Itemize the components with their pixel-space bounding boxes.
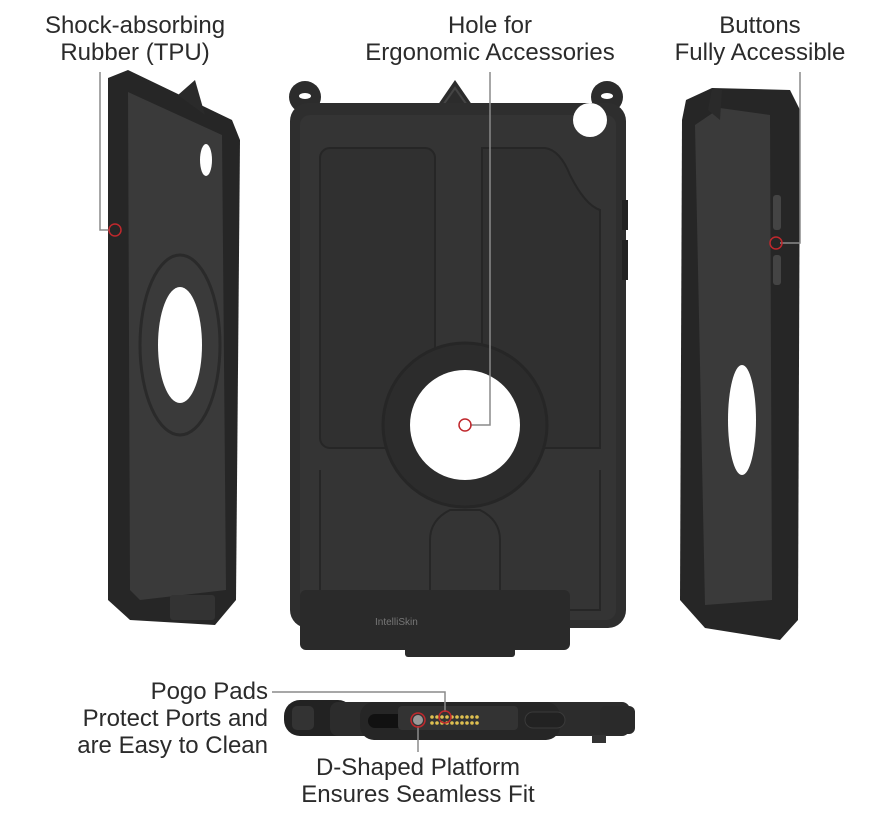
callout-text: Ensures Seamless Fit (301, 781, 535, 808)
callout-text: Pogo Pads (150, 678, 268, 705)
callout-text: Protect Ports and (82, 705, 268, 732)
marker-shock (108, 223, 122, 237)
callout-markers (108, 223, 783, 728)
callout-pogo-pads: Pogo Pads Protect Ports and are Easy to … (40, 678, 268, 759)
brand-mark: IntelliSkin (375, 617, 418, 628)
callout-shock-absorbing: Shock-absorbing Rubber (TPU) (25, 12, 245, 66)
callout-buttons: Buttons Fully Accessible (650, 12, 870, 66)
marker-pogo (438, 710, 452, 724)
callout-text: Hole for (447, 12, 533, 39)
center-case-view (289, 80, 628, 657)
callout-text: Buttons (719, 12, 801, 39)
callout-d-shaped-platform: D-Shaped Platform Ensures Seamless Fit (278, 754, 558, 808)
marker-hole (458, 418, 472, 432)
callout-text: Ergonomic Accessories (365, 39, 615, 66)
callout-lines (99, 72, 801, 752)
left-hole (158, 287, 202, 403)
center-hole (410, 370, 520, 480)
callout-hole: Hole for Ergonomic Accessories (350, 12, 630, 66)
bottom-edge-view (284, 700, 635, 743)
right-case-view (680, 88, 800, 640)
left-case-view (108, 70, 240, 625)
callout-text: Shock-absorbing (44, 12, 226, 39)
right-hole (728, 365, 756, 475)
marker-dshape (410, 712, 426, 728)
marker-buttons (769, 236, 783, 250)
callout-text: Fully Accessible (674, 39, 846, 66)
callout-text: D-Shaped Platform (315, 754, 521, 781)
callout-text: Rubber (TPU) (60, 39, 210, 66)
callout-text: are Easy to Clean (77, 732, 268, 759)
